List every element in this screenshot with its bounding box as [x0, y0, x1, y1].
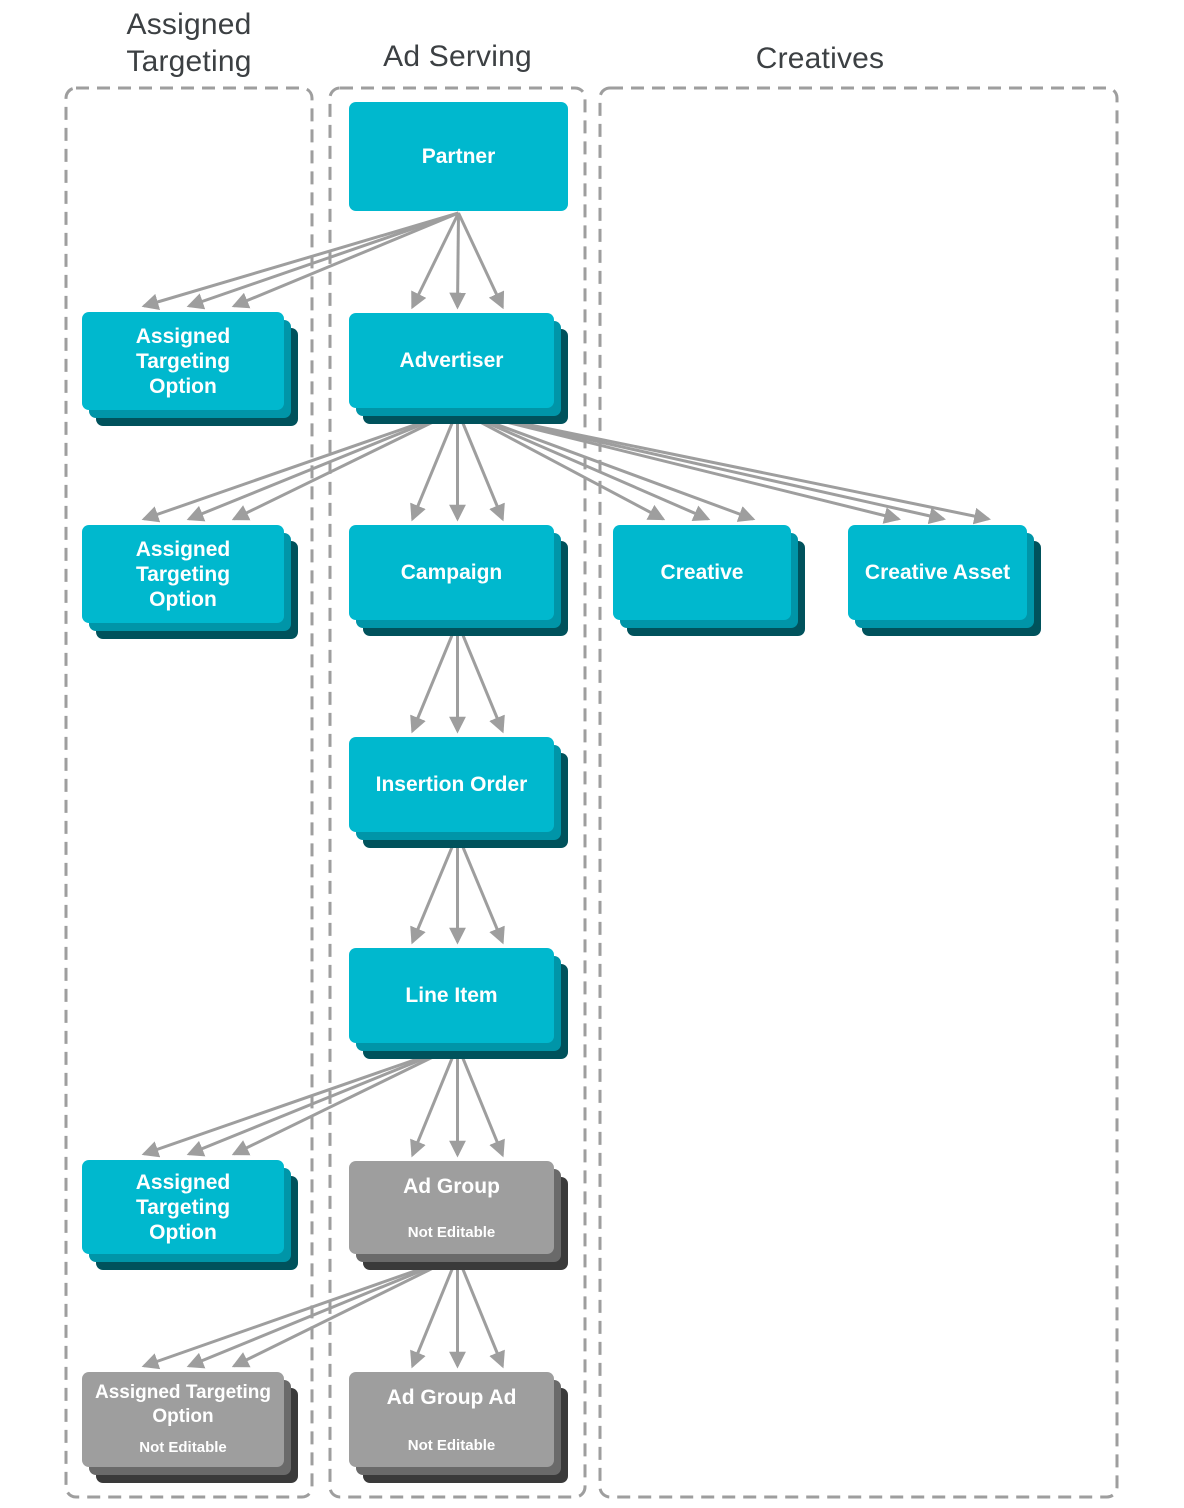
node-label: Advertiser [399, 349, 504, 372]
node-label: Ad Group Ad [386, 1386, 517, 1409]
node-label: Creative [660, 561, 744, 584]
edge-line [456, 833, 505, 945]
node-insertion-order: Insertion Order [349, 737, 568, 848]
edge-partner-to-advertiser [411, 212, 505, 310]
node-ad-group-ad: Ad Group Ad Not Editable [349, 1372, 568, 1483]
edge-partner-to-ato1 [141, 211, 460, 311]
edge-line [457, 408, 946, 525]
node-campaign: Campaign [349, 525, 568, 636]
card-face: Line Item [349, 948, 554, 1043]
node-label: Assigned Targeting Option [135, 1170, 231, 1244]
edge-line [410, 409, 459, 522]
edge-advertiser-to-ato2 [141, 408, 459, 523]
node-ad-group: Ad Group Not Editable [349, 1161, 568, 1270]
node-label: Insertion Order [375, 773, 528, 796]
card-face: Advertiser [349, 313, 554, 408]
card-face: Insertion Order [349, 737, 554, 832]
column-border-ad-serving [328, 86, 587, 1499]
edge-line [456, 1255, 505, 1369]
edge-line [141, 1254, 458, 1370]
node-label: Partner [421, 145, 496, 168]
edge-line [410, 833, 459, 945]
edge-advertiser-to-creative-asset [457, 408, 991, 525]
node-sublabel: Not Editable [407, 1224, 496, 1241]
node-advertiser: Advertiser [349, 313, 568, 424]
edge-ad-group-to-ad-group-ad [410, 1255, 505, 1369]
node-label: Ad Group [403, 1175, 500, 1198]
node-creative-asset: Creative Asset [848, 525, 1041, 636]
column-header-assigned-targeting: Assigned Targeting [126, 8, 252, 78]
edge-line [456, 621, 505, 734]
node-sublabel: Not Editable [407, 1437, 496, 1454]
node-assigned-targeting-option-4: Assigned Targeting Option Not Editable [82, 1372, 298, 1483]
column-border-assigned-targeting [64, 86, 314, 1499]
edge-line [231, 408, 459, 521]
node-label: Assigned Targeting Option [95, 1382, 271, 1427]
card-face: Creative Asset [848, 525, 1027, 620]
edge-line [456, 408, 711, 522]
edge-advertiser-to-campaign [410, 409, 505, 522]
edge-line [411, 212, 460, 310]
card-face: Assigned Targeting Option Not Editable [82, 1372, 284, 1467]
edge-advertiser-to-creative [456, 408, 756, 522]
node-label: Assigned Targeting Option [135, 537, 231, 611]
column-header-creatives: Creatives [755, 42, 885, 75]
card-face: Assigned Targeting Option [82, 1160, 284, 1254]
node-partner: Partner [349, 102, 568, 211]
node-assigned-targeting-option-3: Assigned Targeting Option [82, 1160, 298, 1270]
card-face: Partner [349, 102, 568, 211]
edge-line [186, 1254, 459, 1369]
node-label: Creative Asset [864, 561, 1011, 584]
edge-line [410, 621, 459, 734]
card-face: Assigned Targeting Option [82, 525, 284, 623]
edge-line [410, 1255, 459, 1369]
edge-line [141, 1043, 458, 1158]
card-face: Assigned Targeting Option [82, 312, 284, 410]
edge-line [186, 408, 459, 522]
edge-line [457, 408, 991, 525]
edge-campaign-to-insertion-order [410, 621, 505, 734]
edge-insertion-order-to-line-item [410, 833, 505, 945]
node-label: Line Item [405, 984, 498, 1007]
edge-line [449, 212, 467, 310]
edge-line [457, 408, 901, 524]
edge-line [141, 211, 459, 311]
card-face: Ad Group Not Editable [349, 1161, 554, 1254]
edge-line [231, 1043, 459, 1156]
edge-line [186, 1043, 459, 1157]
card-face: Campaign [349, 525, 554, 620]
edge-line [141, 408, 458, 523]
node-assigned-targeting-option-1: Assigned Targeting Option [82, 312, 298, 426]
node-sublabel: Not Editable [139, 1439, 227, 1456]
edge-ad-group-to-ato4 [141, 1254, 459, 1370]
column-header-ad-serving: Ad Serving [383, 40, 532, 73]
edge-line [231, 211, 460, 309]
node-label: Campaign [400, 561, 503, 584]
node-label: Assigned Targeting Option [135, 324, 231, 398]
node-creative: Creative [613, 525, 805, 636]
edge-line [456, 1044, 505, 1158]
edge-line [410, 1044, 459, 1158]
card-face: Ad Group Ad Not Editable [349, 1372, 554, 1467]
edge-line [456, 409, 505, 522]
edge-line [456, 408, 666, 521]
column-border-creatives [598, 86, 1119, 1499]
node-assigned-targeting-option-2: Assigned Targeting Option [82, 525, 298, 639]
edge-line [457, 212, 505, 310]
edge-line-item-to-ato3 [141, 1043, 459, 1158]
edge-line [231, 1254, 459, 1368]
edge-line [186, 211, 459, 310]
card-face: Creative [613, 525, 791, 620]
edge-line-item-to-ad-group [410, 1044, 505, 1158]
node-line-item: Line Item [349, 948, 568, 1059]
edge-line [456, 408, 756, 522]
